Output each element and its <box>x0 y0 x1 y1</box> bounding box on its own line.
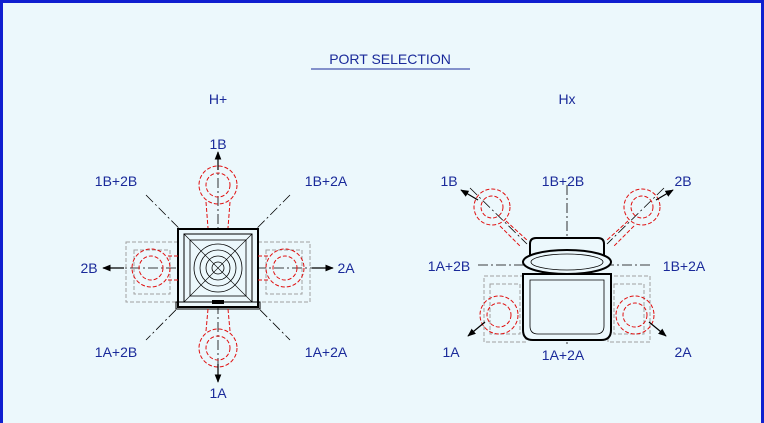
h-plus-label-bottom-left: 1A+2B <box>95 344 137 360</box>
h-x-label-top-right: 2B <box>674 173 691 189</box>
h-plus-label-top: 1B <box>209 136 226 152</box>
h-plus-label-top-left: 1B+2B <box>95 173 137 189</box>
h-plus-heading: H+ <box>209 91 227 107</box>
h-x-label-bottom-left: 1A <box>442 344 460 360</box>
h-plus-label-bottom: 1A <box>209 385 227 401</box>
h-x-label-bottom-right: 2A <box>674 344 692 360</box>
h-plus-label-top-right: 1B+2A <box>305 173 348 189</box>
h-plus-label-left: 2B <box>80 260 97 276</box>
h-x-heading: Hx <box>558 91 575 107</box>
h-plus-label-bottom-right: 1A+2A <box>305 344 348 360</box>
h-plus-view: H+ <box>80 91 355 401</box>
h-x-label-left: 1A+2B <box>428 258 470 274</box>
h-x-view: Hx <box>428 91 706 363</box>
diagram-title: PORT SELECTION <box>329 51 451 67</box>
h-plus-label-right: 2A <box>337 260 355 276</box>
h-x-label-bottom: 1A+2A <box>542 347 585 363</box>
h-x-label-right: 1B+2A <box>663 258 706 274</box>
h-x-label-top-left: 1B <box>440 173 457 189</box>
h-x-label-top: 1B+2B <box>542 173 584 189</box>
